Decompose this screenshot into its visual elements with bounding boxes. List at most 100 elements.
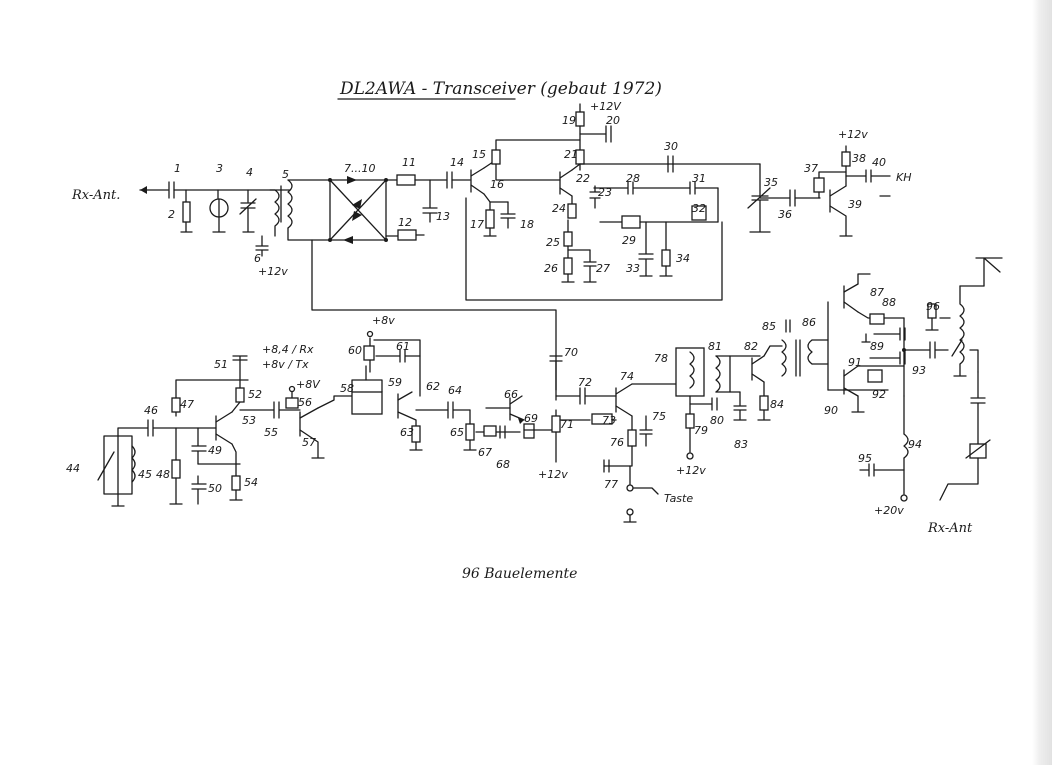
part-label: 94 <box>908 438 922 451</box>
part-label: 54 <box>244 476 258 489</box>
part-label: 89 <box>870 340 884 353</box>
part-label: 87 <box>870 286 884 299</box>
part-label: 93 <box>912 364 926 377</box>
part-label: 25 <box>546 236 560 249</box>
part-label: 55 <box>264 426 278 439</box>
part-label: 79 <box>694 424 708 437</box>
part-label: 15 <box>472 148 486 161</box>
part-label: 76 <box>610 436 624 449</box>
part-label: 44 <box>66 462 80 475</box>
label-v12-top: +12V <box>590 100 622 113</box>
part-label: 46 <box>144 404 158 417</box>
part-label: 70 <box>564 346 578 359</box>
part-label: 74 <box>620 370 634 383</box>
label-v20: +20v <box>874 504 904 517</box>
part-label: 60 <box>348 344 362 357</box>
taste-label: Taste <box>664 492 693 505</box>
part-label: 33 <box>626 262 640 275</box>
part-label: 26 <box>544 262 558 275</box>
part-label: 18 <box>520 218 534 231</box>
part-label: 57 <box>302 436 316 449</box>
rx-input-arrow-icon <box>140 186 147 194</box>
part-label: 67 <box>478 446 492 459</box>
component-32 <box>691 205 707 221</box>
part-label: 28 <box>626 172 640 185</box>
part-label: 96 <box>926 300 940 313</box>
part-label: 69 <box>524 412 538 425</box>
part-label: 64 <box>448 384 462 397</box>
part-label: 32 <box>692 202 706 215</box>
part-label: 85 <box>762 320 776 333</box>
paper-edge <box>1032 0 1052 765</box>
part-label: 58 <box>340 382 354 395</box>
label-v8: +8v <box>372 314 395 327</box>
part-label: 68 <box>496 458 510 471</box>
part-label: 59 <box>388 376 402 389</box>
part-label: 2 <box>168 208 175 221</box>
part-label: 95 <box>858 452 872 465</box>
part-label: 81 <box>708 340 722 353</box>
part-label: 34 <box>676 252 690 265</box>
part-label: 5 <box>282 168 289 181</box>
part-label: 52 <box>248 388 262 401</box>
part-label: 12 <box>398 216 412 229</box>
part-label: 17 <box>470 218 484 231</box>
part-label: 38 <box>852 152 866 165</box>
part-label: 62 <box>426 380 440 393</box>
part-label: 72 <box>578 376 592 389</box>
part-label: 63 <box>400 426 414 439</box>
part-label: 78 <box>654 352 668 365</box>
label-v12-upper: +12v <box>258 265 288 278</box>
part-label: 50 <box>208 482 222 495</box>
part-label: 61 <box>396 340 410 353</box>
part-label: 20 <box>606 114 620 127</box>
part-label: 48 <box>156 468 170 481</box>
part-label: 86 <box>802 316 816 329</box>
part-label: 37 <box>804 162 818 175</box>
part-label: 82 <box>744 340 758 353</box>
part-label: 24 <box>552 202 566 215</box>
part-label: 14 <box>450 156 464 169</box>
part-label: 19 <box>562 114 576 127</box>
part-label: 49 <box>208 444 222 457</box>
part-label: 56 <box>298 396 312 409</box>
kh-label: KH <box>896 171 912 184</box>
part-label: 7...10 <box>344 162 376 175</box>
part-label: 29 <box>622 234 636 247</box>
part-label: 36 <box>778 208 792 221</box>
receiver-chain: Rx-Ant. +12v <box>71 100 912 391</box>
part-label: 1 <box>174 162 181 175</box>
transmitter-chain: +12v Taste +12v <box>97 257 1003 536</box>
part-label: 71 <box>560 418 574 431</box>
label-v12-lower-a: +12v <box>538 468 568 481</box>
label-v8b: +8V <box>296 378 321 391</box>
part-label: 6 <box>254 252 261 265</box>
part-label: 91 <box>848 356 862 369</box>
part-label: 23 <box>598 186 612 199</box>
resistor-15 <box>491 149 501 165</box>
part-label: 53 <box>242 414 256 427</box>
part-label: 77 <box>604 478 618 491</box>
diagram-title: DL2AWA - Transceiver (gebaut 1972) <box>339 79 662 99</box>
part-label: 66 <box>504 388 518 401</box>
component-count-note: 96 Bauelemente <box>462 566 577 582</box>
part-label: 92 <box>872 388 886 401</box>
part-label: 80 <box>710 414 724 427</box>
part-label: 39 <box>848 198 862 211</box>
part-label: 22 <box>576 172 590 185</box>
part-label: 16 <box>490 178 504 191</box>
part-label: 40 <box>872 156 886 169</box>
part-label: 45 <box>138 468 152 481</box>
rx-ant-left-label: Rx-Ant. <box>71 188 120 203</box>
part-label: 47 <box>180 398 194 411</box>
part-label: 83 <box>734 438 748 451</box>
part-label: 51 <box>214 358 228 371</box>
part-label: 13 <box>436 210 450 223</box>
label-v8tx: +8v / Tx <box>262 358 309 371</box>
part-label: 35 <box>764 176 778 189</box>
label-v84: +8,4 / Rx <box>262 343 314 356</box>
part-label: 11 <box>402 156 416 169</box>
label-v12-top-right: +12v <box>838 128 868 141</box>
